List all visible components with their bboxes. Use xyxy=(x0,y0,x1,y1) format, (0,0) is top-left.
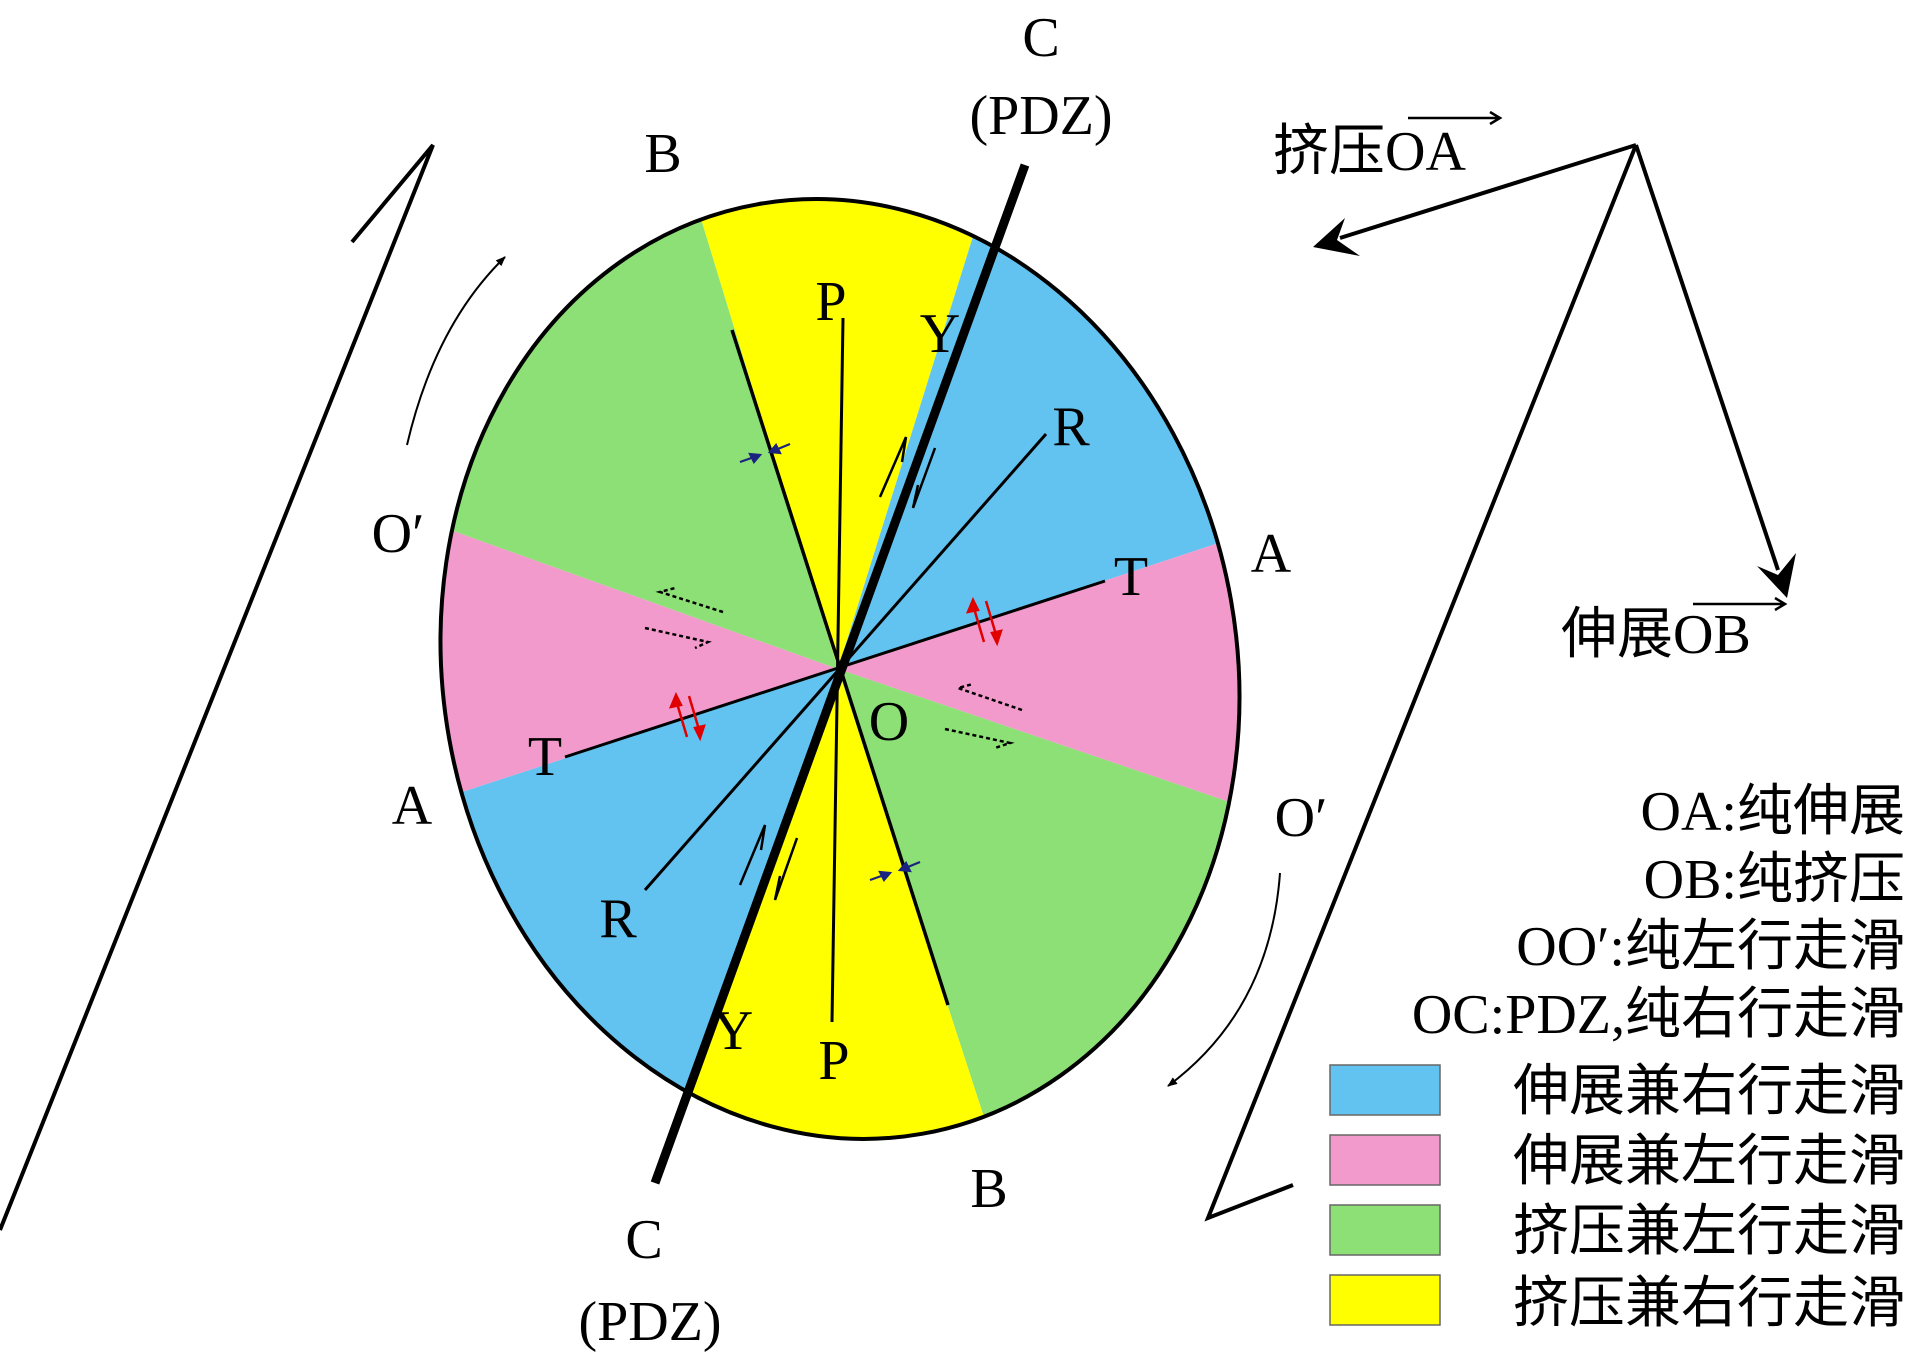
vector-ob-arrowhead xyxy=(1757,553,1796,598)
half-arrow-y-bottom-right xyxy=(773,837,799,901)
label-pdz-top: (PDZ) xyxy=(969,85,1112,147)
half-arrow-y-top-left xyxy=(878,436,908,498)
label-p-bottom: P xyxy=(818,1030,849,1092)
sector-group xyxy=(367,150,1313,1200)
vector-label-extension: 伸展OB xyxy=(1561,604,1751,666)
shear-zone-right-boundary xyxy=(1204,144,1638,1222)
label-p-top: P xyxy=(815,271,846,333)
t-fault-line xyxy=(564,579,1106,759)
label-r-bottom: R xyxy=(599,888,637,950)
dotted-arrows-left xyxy=(644,586,724,650)
vector-ob-overarrow xyxy=(1693,596,1788,612)
label-o-prime-left: O′ xyxy=(372,503,425,565)
definition-oo-prime: OO′:纯左行走滑 xyxy=(1516,916,1905,978)
legend: 伸展兼右行走滑 伸展兼左行走滑 挤压兼左行走滑 挤压兼右行走滑 xyxy=(1329,1061,1905,1335)
red-double-arrow-right xyxy=(965,596,1003,647)
half-arrow-y-top-right xyxy=(911,447,937,509)
label-a-right: A xyxy=(1251,523,1292,585)
vector-oa-overarrow xyxy=(1408,110,1503,126)
rotation-arrow-left xyxy=(406,256,506,446)
sector-compression-dextral-top xyxy=(680,150,1000,669)
label-a-left: A xyxy=(392,775,433,837)
label-y-bottom: Y xyxy=(713,1000,753,1062)
pdz-line xyxy=(650,163,1030,1185)
blue-arrows-b-top xyxy=(739,442,791,464)
label-t-left: T xyxy=(528,726,562,788)
vector-oa-arrowhead xyxy=(1313,218,1360,256)
label-b-top: B xyxy=(644,123,681,185)
vector-ob-line xyxy=(1634,144,1780,571)
vector-oa-line xyxy=(1339,143,1637,240)
label-o-center: O xyxy=(869,691,909,753)
label-c-top: C xyxy=(1022,7,1059,69)
label-t-right: T xyxy=(1114,546,1148,608)
definition-oa: OA:纯伸展 xyxy=(1641,781,1905,843)
legend-swatch-extension-dextral xyxy=(1329,1064,1441,1116)
legend-swatch-extension-sinistral xyxy=(1329,1134,1441,1186)
label-c-bottom: C xyxy=(625,1209,662,1271)
half-arrow-y-bottom-left xyxy=(738,824,767,886)
strain-ellipse-outline xyxy=(438,197,1242,1141)
legend-label-compression-dextral: 挤压兼右行走滑 xyxy=(1513,1273,1905,1335)
label-r-top: R xyxy=(1052,396,1090,458)
label-y-top: Y xyxy=(920,303,960,365)
dotted-arrows-right xyxy=(944,682,1023,750)
blue-arrows-b-bottom xyxy=(869,860,921,882)
label-pdz-bottom: (PDZ) xyxy=(578,1291,721,1353)
vector-label-compression: 挤压OA xyxy=(1273,121,1466,183)
legend-label-compression-sinistral: 挤压兼左行走滑 xyxy=(1513,1201,1905,1263)
rotation-arrow-right xyxy=(1167,872,1281,1087)
r-fault-line xyxy=(643,433,1048,891)
definition-ob: OB:纯挤压 xyxy=(1644,849,1905,911)
legend-swatch-compression-dextral xyxy=(1329,1274,1441,1326)
definition-oc: OC:PDZ,纯右行走滑 xyxy=(1412,984,1905,1046)
shear-zone-left-boundary xyxy=(0,143,435,1231)
legend-swatch-compression-sinistral xyxy=(1329,1204,1441,1256)
legend-label-extension-sinistral: 伸展兼左行走滑 xyxy=(1513,1131,1905,1193)
label-b-bottom: B xyxy=(970,1158,1007,1220)
legend-label-extension-dextral: 伸展兼右行走滑 xyxy=(1513,1061,1905,1123)
label-o-prime-right: O′ xyxy=(1275,787,1328,849)
sector-compression-dextral-bottom xyxy=(650,669,1011,1200)
red-double-arrow-left xyxy=(668,691,706,742)
